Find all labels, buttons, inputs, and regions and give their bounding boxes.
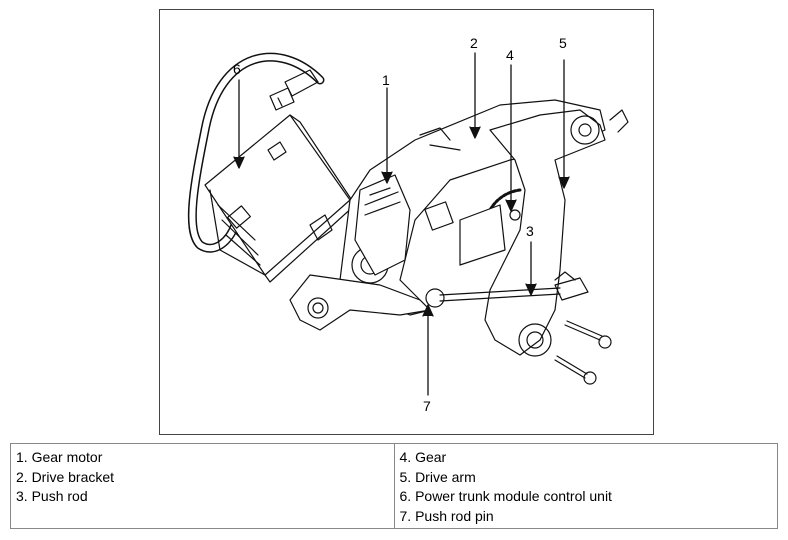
legend-table: 1. Gear motor 2. Drive bracket 3. Push r…: [10, 443, 778, 529]
lower-bracket: [289, 274, 431, 331]
connector: [269, 69, 319, 111]
drive-arm: [484, 109, 629, 357]
legend-item-push-rod-pin: 7. Push rod pin: [399, 507, 494, 524]
callout-2: 2: [470, 35, 478, 51]
legend-item-gear-motor: 1. Gear motor: [16, 449, 103, 465]
legend-item-gear: 4. Gear: [399, 449, 447, 465]
callout-3: 3: [526, 223, 534, 239]
callout-1: 1: [382, 72, 390, 88]
bolts: [554, 320, 612, 385]
gear: [424, 188, 522, 266]
callout-4: 4: [506, 47, 514, 63]
legend-item-control-unit: 6. Power trunk module control unit: [399, 488, 612, 504]
control-unit: [204, 114, 356, 283]
mechanism-drawing: [187, 52, 629, 396]
leader-lines: [233, 52, 570, 396]
legend-item-drive-arm: 5. Drive arm: [399, 468, 476, 485]
legend-column-right: 4. Gear 5. Drive arm 6. Power trunk modu…: [393, 443, 778, 529]
push-rod: [425, 271, 589, 308]
legend-item-push-rod: 3. Push rod: [16, 488, 88, 504]
legend-item-drive-bracket: 2. Drive bracket: [16, 468, 115, 485]
callout-7: 7: [423, 398, 431, 414]
legend-row: 1. Gear motor 2. Drive bracket 3. Push r…: [10, 443, 778, 529]
callout-6: 6: [233, 61, 241, 77]
legend-column-left: 1. Gear motor 2. Drive bracket 3. Push r…: [10, 443, 395, 529]
gear-motor: [354, 174, 411, 276]
diagram-figure: 6 1 2 4 5 3 7: [159, 9, 654, 435]
callout-5: 5: [559, 35, 567, 51]
